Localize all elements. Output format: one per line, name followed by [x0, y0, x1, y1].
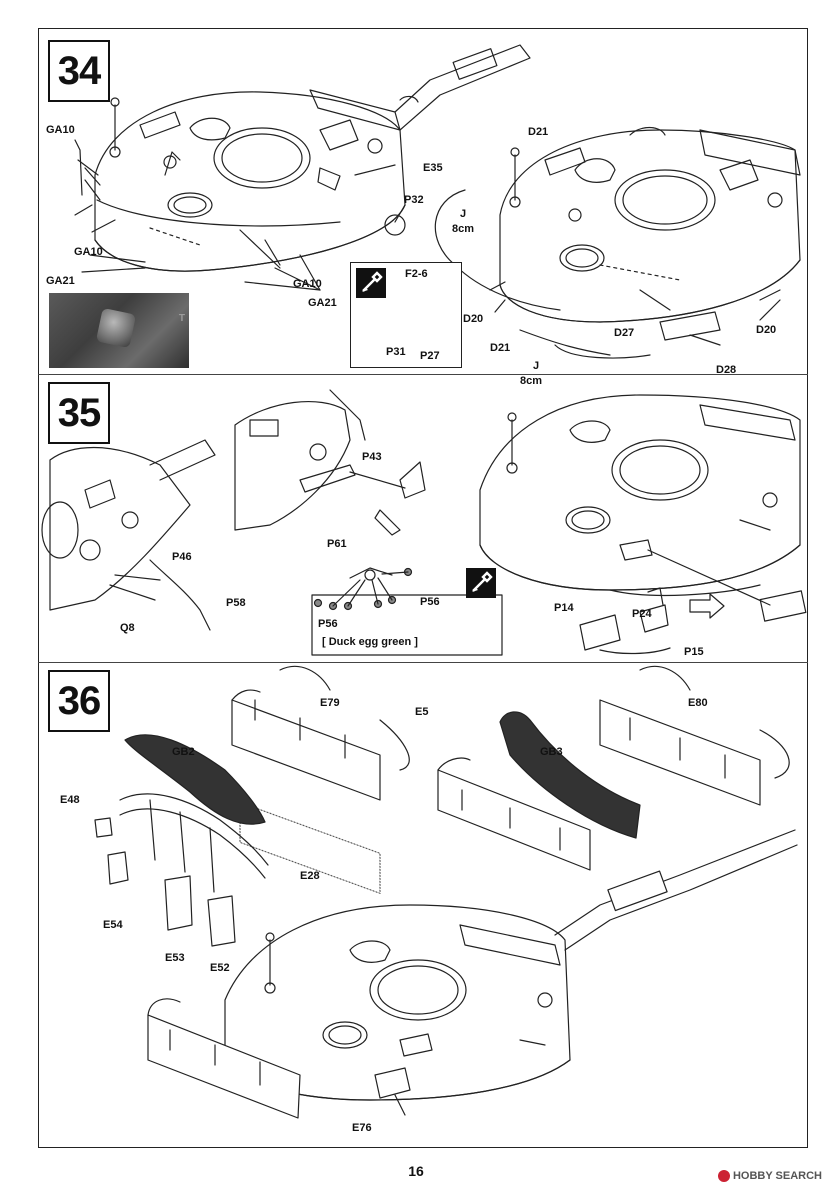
part-label: D27 [614, 327, 635, 339]
part-label: GA10 [46, 124, 75, 136]
part-length: 8cm [520, 375, 543, 387]
part-label: P61 [327, 538, 347, 550]
part-label: E35 [423, 162, 443, 174]
part-label: GB3 [540, 746, 563, 758]
step36-stowage-bins [94, 665, 790, 947]
part-label: GA10 [293, 278, 322, 290]
part-label: GA21 [46, 275, 75, 287]
part-label: E52 [210, 962, 230, 974]
part-label: D28 [716, 364, 737, 376]
part-label: P14 [554, 602, 574, 614]
part-label: E48 [60, 794, 80, 806]
photo-text: T [178, 313, 185, 324]
part-label: P56 [420, 596, 440, 608]
part-label: P15 [684, 646, 704, 658]
step-divider [38, 662, 808, 663]
part-label: D20 [756, 324, 777, 336]
step36-turret [147, 829, 798, 1119]
part-label: P56 [318, 618, 338, 630]
page-number: 16 [408, 1163, 424, 1179]
part-label: D21 [528, 126, 549, 138]
reference-photo: T [49, 293, 189, 368]
step35-turret-left [41, 439, 216, 631]
part-label: P46 [172, 551, 192, 563]
part-label: F2-6 [405, 268, 428, 280]
part-label: E28 [300, 870, 320, 882]
part-label: GB2 [172, 746, 195, 758]
part-length: 8cm [452, 223, 475, 235]
part-label: P31 [386, 346, 406, 358]
part-label: P58 [226, 597, 246, 609]
color-note: [ Duck egg green ] [322, 636, 418, 648]
part-label: D21 [490, 342, 511, 354]
part-label: Q8 [120, 622, 135, 634]
part-label: GA21 [308, 297, 337, 309]
step34-turret-left [74, 44, 531, 291]
step-36-number: 36 [48, 670, 110, 732]
part-label: E54 [103, 919, 123, 931]
watermark-text: HOBBY SEARCH [732, 1170, 822, 1182]
step34-turret-right [434, 126, 801, 359]
paint-icon [356, 268, 386, 298]
step-divider [38, 374, 808, 375]
part-label: P24 [632, 608, 652, 620]
part-label: E76 [352, 1122, 372, 1134]
part-label: D20 [463, 313, 484, 325]
part-label: P43 [362, 451, 382, 463]
step-34-number: 34 [48, 40, 110, 102]
bolt-detail [95, 307, 137, 349]
step-35-number: 35 [48, 382, 110, 444]
part-label: E5 [415, 706, 429, 718]
step35-parts-small [579, 587, 725, 655]
part-label: P32 [404, 194, 424, 206]
step35-turret-right [479, 394, 807, 622]
page-frame [38, 28, 808, 1148]
part-label: GA10 [74, 246, 103, 258]
part-label: E80 [688, 697, 708, 709]
part-label: P27 [420, 350, 440, 362]
part-label: E79 [320, 697, 340, 709]
watermark: HOBBY SEARCH [717, 1170, 822, 1182]
part-label: E53 [165, 952, 185, 964]
part-label: J [533, 360, 540, 372]
hobby-search-logo-icon [717, 1170, 730, 1182]
step35-turret-middle [234, 389, 426, 536]
step35-pins [311, 567, 503, 656]
paint-icon [466, 568, 496, 598]
part-label: J [460, 208, 467, 220]
